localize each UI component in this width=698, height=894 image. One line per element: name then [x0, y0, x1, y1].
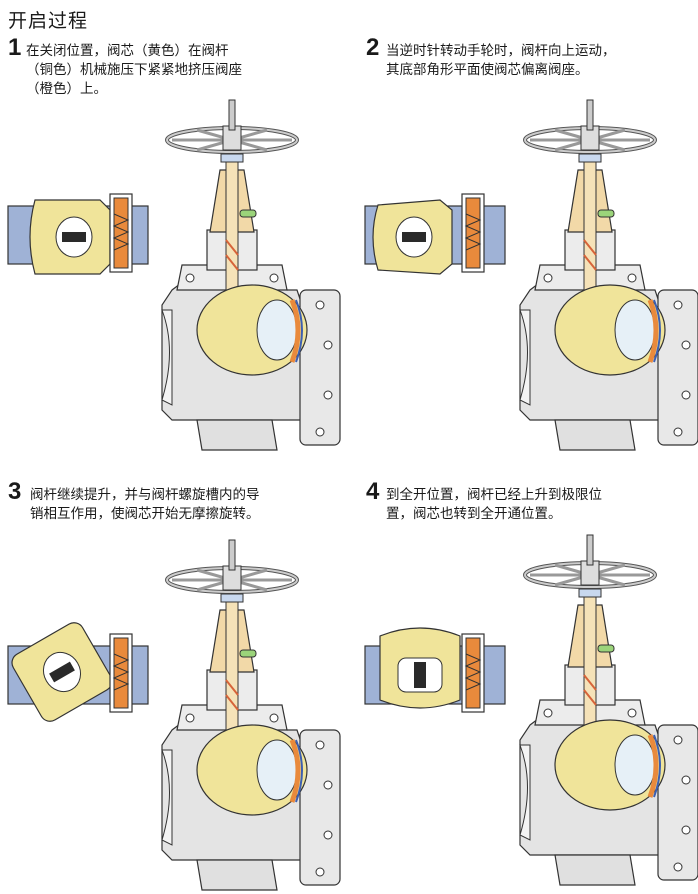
step-3-inset	[7, 622, 149, 722]
step-number: 2	[366, 34, 380, 61]
step-number: 1	[8, 34, 22, 61]
step-2-inset	[364, 193, 506, 275]
step-text: 到全开位置，阀杆已经上升到极限位 置，阀芯也转到全开通位置。	[386, 487, 602, 522]
step-4: 4 到全开位置，阀杆已经上升到极限位 置，阀芯也转到全开通位置。	[366, 480, 691, 524]
step-1: 1 在关闭位置，阀芯（黄色）在阀杆 （铜色）机械施压下紧紧地挤压阀座 （橙色）上…	[8, 36, 328, 99]
step-number: 4	[366, 478, 380, 505]
step-3-valve	[162, 540, 340, 890]
step-4-valve	[520, 535, 698, 885]
step-2: 2 当逆时针转动手轮时，阀杆向上运动， 其底部角形平面使阀芯偏离阀座。	[366, 36, 691, 80]
step-1-inset	[7, 193, 149, 275]
step-3: 3 阀杆继续提升，并与阀杆螺旋槽内的导 销相互作用，使阀芯开始无摩擦旋转。	[8, 480, 338, 524]
step-4-inset	[364, 627, 506, 713]
step-text: 当逆时针转动手轮时，阀杆向上运动， 其底部角形平面使阀芯偏离阀座。	[386, 43, 616, 78]
step-number: 3	[8, 478, 22, 505]
step-1-valve	[162, 100, 340, 450]
page-title: 开启过程	[8, 10, 89, 32]
step-text: 在关闭位置，阀芯（黄色）在阀杆 （铜色）机械施压下紧紧地挤压阀座 （橙色）上。	[26, 43, 242, 97]
step-text: 阀杆继续提升，并与阀杆螺旋槽内的导 销相互作用，使阀芯开始无摩擦旋转。	[30, 487, 260, 522]
step-2-valve	[520, 100, 698, 450]
